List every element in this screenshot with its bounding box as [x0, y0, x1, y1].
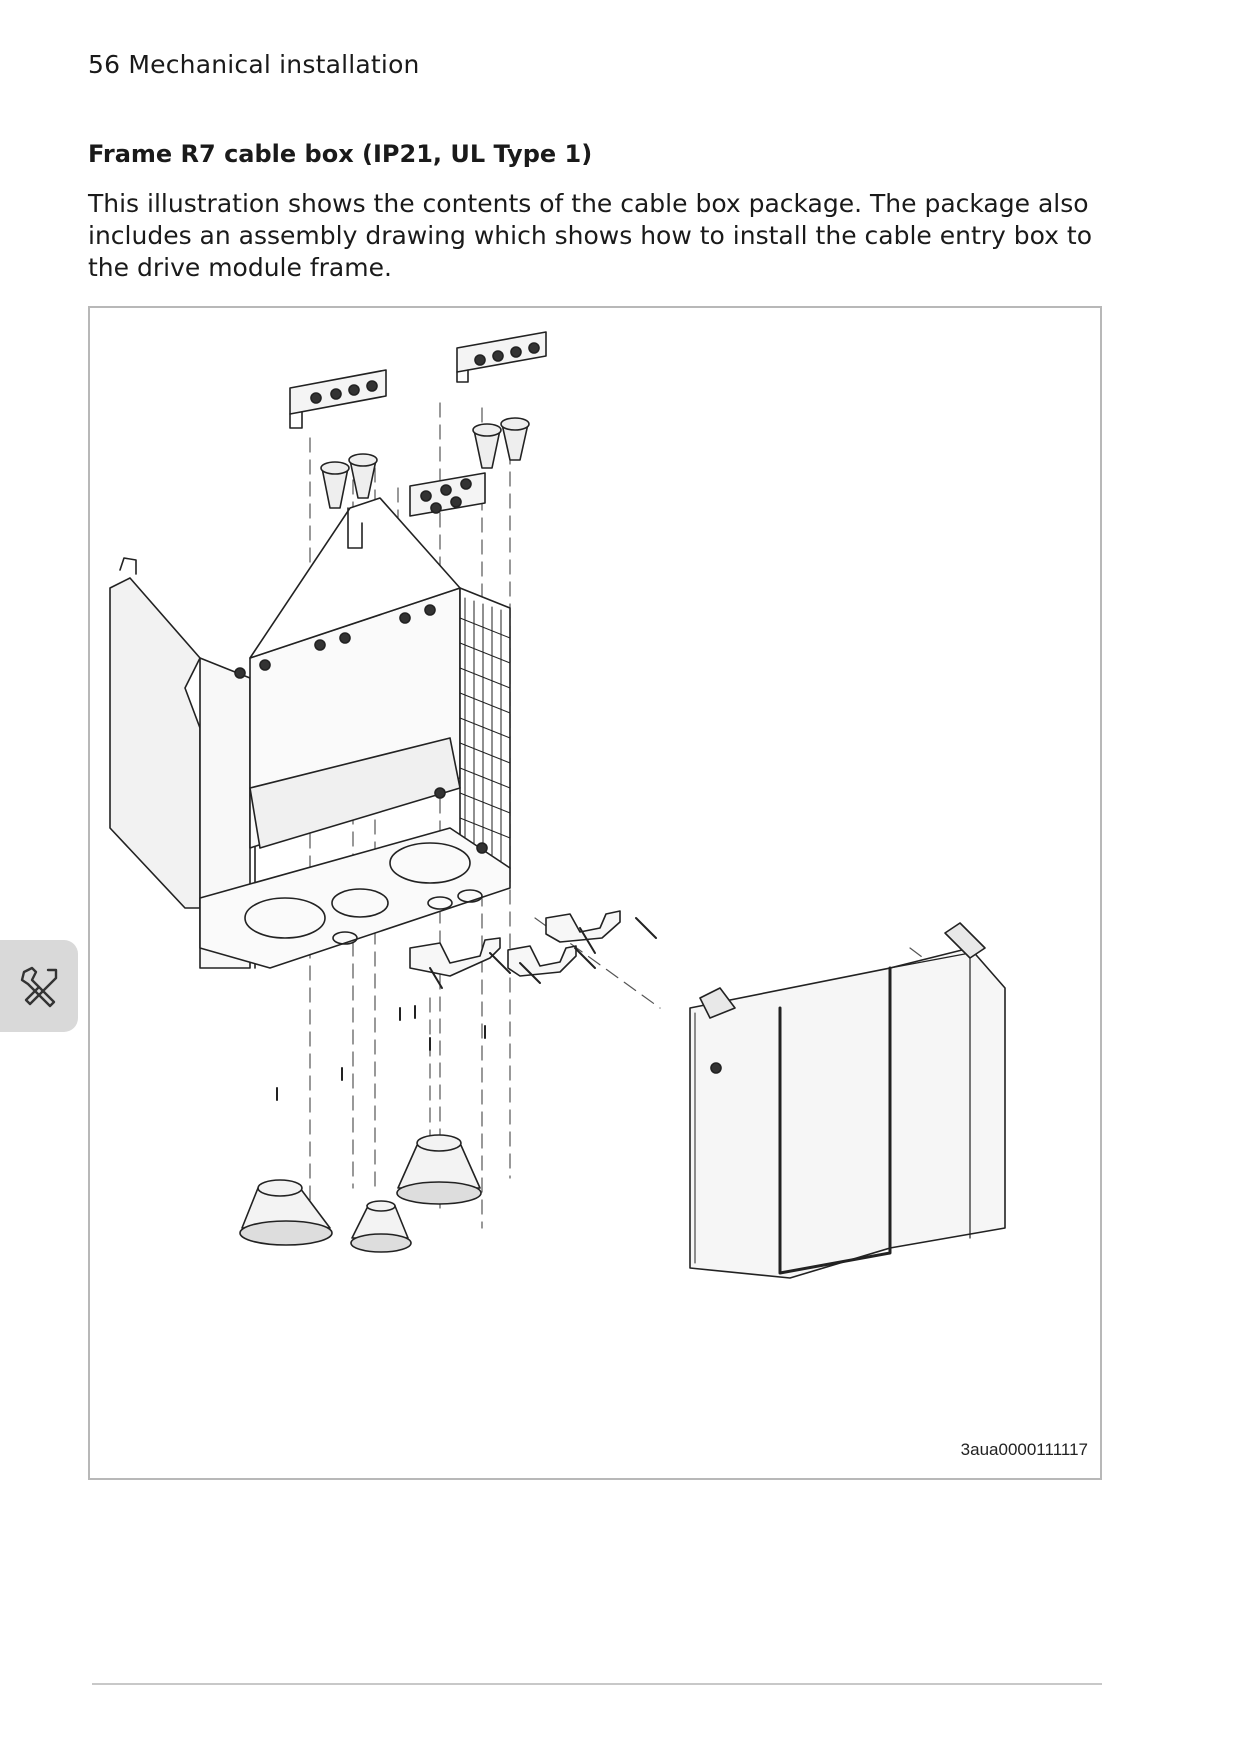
screws — [276, 917, 959, 1101]
running-head: 56 Mechanical installation — [88, 50, 420, 79]
chapter-tab[interactable] — [0, 940, 78, 1032]
body-paragraph: This illustration shows the contents of … — [88, 189, 1093, 282]
exploded-view-figure: 3aua0000111117 — [88, 306, 1102, 1480]
wrench-screwdriver-icon — [20, 966, 58, 1008]
large-grommets — [239, 1134, 482, 1253]
terminal-bar-middle — [409, 472, 486, 517]
cable-box-illustration — [109, 331, 1006, 1279]
section-title: Frame R7 cable box (IP21, UL Type 1) — [88, 140, 593, 168]
cable-clamps — [409, 910, 621, 977]
small-grommets — [320, 417, 530, 509]
terminal-bar-left — [289, 369, 387, 429]
figure-id: 3aua0000111117 — [960, 1440, 1088, 1459]
footer-rule — [92, 1683, 1102, 1685]
front-cover — [689, 922, 1006, 1279]
terminal-bar-right — [456, 331, 547, 383]
cable-box-body — [109, 497, 511, 969]
mesh-grid — [459, 597, 511, 865]
